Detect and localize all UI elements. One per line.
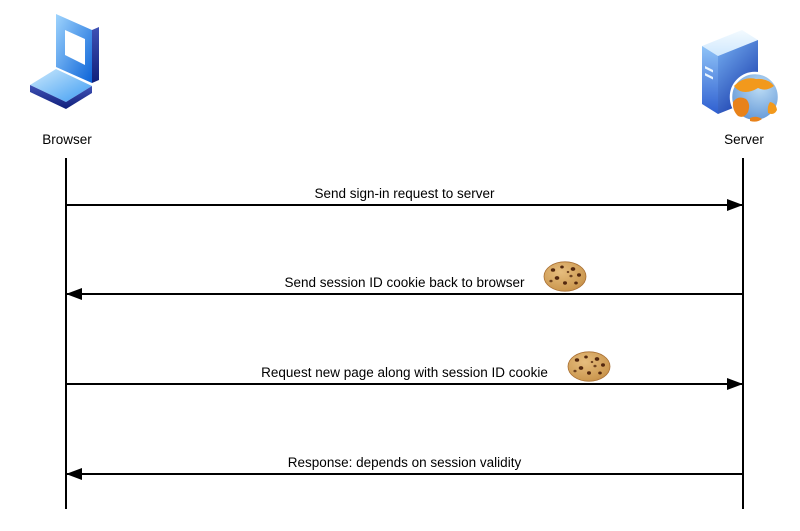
message-arrow-line [67,383,742,385]
arrowhead-left-icon [66,468,82,480]
arrowhead-left-icon [66,288,82,300]
message-send-session-cookie: Send session ID cookie back to browser [66,260,743,300]
actor-label-server: Server [724,132,764,147]
arrowhead-right-icon [727,378,743,390]
message-label: Request new page along with session ID c… [261,365,548,380]
message-arrow-line [67,204,742,206]
lifeline-server [742,158,744,509]
actor-label-browser: Browser [42,132,92,147]
arrowhead-right-icon [727,199,743,211]
server-globe-icon [702,30,780,123]
message-request-page-with-cookie: Request new page along with session ID c… [66,350,743,390]
message-response-session-validity: Response: depends on session validity [66,440,743,480]
cookie-icon [567,351,611,382]
message-arrow-line [67,293,742,295]
message-label: Send session ID cookie back to browser [284,275,525,290]
message-label: Send sign-in request to server [314,186,495,201]
message-arrow-line [67,473,742,475]
cookie-icon [543,261,587,292]
laptop-icon [30,14,99,109]
lifeline-browser [65,158,67,509]
message-send-signin-request: Send sign-in request to server [66,171,743,211]
message-label: Response: depends on session validity [287,455,522,470]
